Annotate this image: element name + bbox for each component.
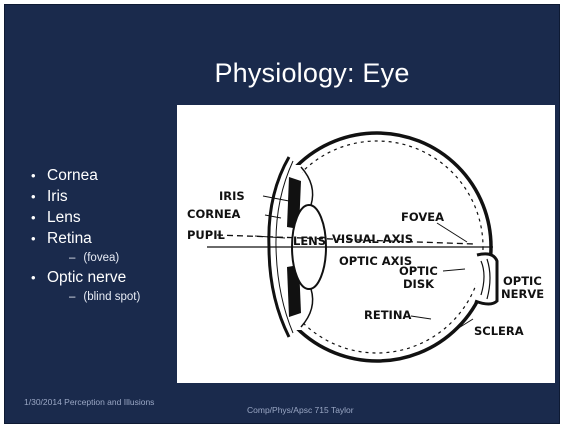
optic-nerve-shape <box>475 254 497 304</box>
bullet-dot: • <box>31 165 47 186</box>
bullet-dot: • <box>31 207 47 228</box>
ciliary-lower <box>301 289 313 327</box>
label-fovea: FOVEA <box>401 210 444 224</box>
sub-bullet-text: (blind spot) <box>83 291 140 303</box>
eye-diagram: IRIS CORNEA PUPIL LENS VISUAL AXIS FOVEA… <box>177 105 555 383</box>
footer-date: 1/30/2014 Perception and Illusions <box>24 397 164 407</box>
bullet-text: Optic nerve <box>47 267 126 288</box>
sub-bullet: –(fovea) <box>69 249 140 267</box>
label-pupil: PUPIL <box>187 228 225 242</box>
label-cornea: CORNEA <box>187 207 241 221</box>
label-retina: RETINA <box>364 308 411 322</box>
label-iris: IRIS <box>219 189 245 203</box>
optic-disk-leader <box>443 269 465 271</box>
bullet-text: Cornea <box>47 165 98 186</box>
ciliary-upper <box>301 167 313 205</box>
bullet-text: Iris <box>47 186 68 207</box>
bullet-dot: • <box>31 186 47 207</box>
slide: Physiology: Eye •Cornea •Iris •Lens •Ret… <box>4 4 560 424</box>
label-visual-axis: VISUAL AXIS <box>332 232 413 246</box>
label-optic-disk: OPTIC <box>399 264 438 278</box>
sub-dash: – <box>69 291 75 303</box>
footer-course: Comp/Phys/Apsc 715 Taylor <box>247 405 354 415</box>
bullet-text: Retina <box>47 228 92 249</box>
fovea-leader <box>437 223 467 242</box>
bullet-item: •Iris <box>31 186 140 207</box>
slide-title-text: Physiology: Eye <box>214 58 409 88</box>
eye-diagram-svg: IRIS CORNEA PUPIL LENS VISUAL AXIS FOVEA… <box>177 105 555 383</box>
sub-dash: – <box>69 252 75 264</box>
label-lens: LENS <box>293 234 326 248</box>
bullet-dot: • <box>31 267 47 288</box>
bullet-item: •Cornea <box>31 165 140 186</box>
bullet-dot: • <box>31 228 47 249</box>
bullet-item: •Lens <box>31 207 140 228</box>
label-optic-nerve: NERVE <box>501 287 544 301</box>
bullet-text: Lens <box>47 207 81 228</box>
label-sclera: SCLERA <box>474 324 524 338</box>
bullet-item: •Retina <box>31 228 140 249</box>
bullet-list: •Cornea •Iris •Lens •Retina –(fovea) •Op… <box>31 165 140 306</box>
retina-leader <box>411 316 431 319</box>
sub-bullet: –(blind spot) <box>69 288 140 306</box>
sub-bullet-text: (fovea) <box>83 252 119 264</box>
bullet-item: •Optic nerve <box>31 267 140 288</box>
slide-title: Physiology: Eye <box>5 58 559 89</box>
label-optic-nerve: OPTIC <box>503 274 542 288</box>
label-optic-disk: DISK <box>403 277 435 291</box>
